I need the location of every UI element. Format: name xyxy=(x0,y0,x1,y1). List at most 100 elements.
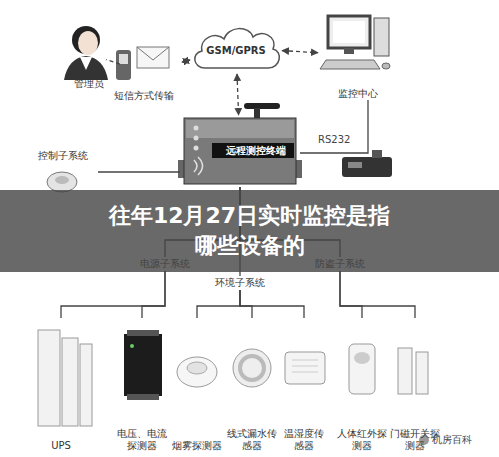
meter-led xyxy=(130,344,134,348)
converter-port xyxy=(348,162,362,168)
device-node: 烟雾探测器 xyxy=(172,318,222,452)
cloud-outline xyxy=(195,29,280,68)
wire-connector xyxy=(240,290,304,318)
detector-body xyxy=(177,357,217,387)
device-top xyxy=(186,120,294,138)
cabinet xyxy=(62,338,78,426)
terminal-device xyxy=(178,103,302,184)
wireless-link xyxy=(282,51,318,53)
monitor-center: 监控中心 xyxy=(318,10,398,100)
leak-coil xyxy=(233,349,271,387)
meter-terminals xyxy=(127,394,159,400)
pir-detector xyxy=(349,344,375,394)
person-icon xyxy=(64,26,108,80)
wireless-link xyxy=(106,60,120,65)
wire-connector xyxy=(98,171,180,172)
siren-icon xyxy=(47,172,77,192)
subsystem-node: 环境子系统 xyxy=(210,276,270,290)
wire-connector xyxy=(340,271,415,318)
keyboard xyxy=(320,60,380,69)
wire-connector xyxy=(240,290,252,318)
led xyxy=(194,136,199,141)
led xyxy=(194,126,199,131)
phone-icon xyxy=(116,47,169,80)
monitor-screen xyxy=(333,21,365,43)
device-body xyxy=(184,118,296,184)
wireless-mark xyxy=(194,157,203,175)
wire-connector xyxy=(61,271,165,318)
smoke-detector xyxy=(177,357,217,387)
th-vents xyxy=(292,360,318,372)
node-text: 烟雾探测器 xyxy=(172,440,222,452)
title-banner: 往年12月27日实时监控是指哪些设备的 xyxy=(0,190,499,272)
wireless-link xyxy=(237,74,239,115)
device-node: 人体红外探测器 xyxy=(336,318,388,452)
node-text: 监控中心 xyxy=(338,88,378,100)
door-switch xyxy=(398,348,428,394)
converter-body xyxy=(342,157,392,177)
device-node: 电压、电流探测器 xyxy=(116,318,168,452)
meter-terminals xyxy=(127,330,159,336)
ups-cabinets xyxy=(38,330,92,426)
subsystem-node: 控制子系统 xyxy=(28,150,98,194)
device-node: UPS xyxy=(30,318,92,452)
phone-body xyxy=(116,50,131,80)
switch-part xyxy=(398,348,412,394)
watermark: 机房百科 xyxy=(432,434,472,446)
node-text: UPS xyxy=(51,440,71,452)
wire-connector xyxy=(340,271,362,318)
led xyxy=(194,146,199,151)
node-text: 环境子系统 xyxy=(215,277,265,289)
envelope-flap xyxy=(137,47,169,60)
antenna xyxy=(244,103,280,109)
device-node: 门磁开关探测器 xyxy=(390,318,440,452)
node-text: 短信方式传输 xyxy=(114,90,174,102)
siren-body xyxy=(47,172,77,192)
title-text: 往年12月27日实时监控是指哪些设备的 xyxy=(100,201,400,261)
person-hair xyxy=(72,26,100,54)
device-label-strip xyxy=(212,143,294,158)
leak-cable xyxy=(240,356,264,380)
th-body xyxy=(285,352,325,384)
sms-node: 短信方式传输 xyxy=(106,42,182,102)
wire-connector xyxy=(142,271,165,318)
siren-lens xyxy=(55,176,69,184)
wire-connector xyxy=(300,100,368,153)
network-cloud: GSM/GPRS xyxy=(190,22,282,74)
cabinet xyxy=(80,344,92,426)
terminal-box: 远程测控终端 xyxy=(180,115,300,187)
detector-top xyxy=(187,362,207,374)
cabinet xyxy=(38,330,60,426)
serial-converter xyxy=(342,150,392,177)
envelope xyxy=(137,47,169,68)
node-text: GSM/GPRS xyxy=(206,39,265,57)
device-node: 温湿度传感器 xyxy=(280,318,328,452)
person-shirt xyxy=(80,57,92,70)
node-text: 人体红外探测器 xyxy=(336,428,388,452)
computer-icon xyxy=(320,16,390,69)
switch-part xyxy=(416,352,428,394)
th-sensor xyxy=(285,352,325,384)
pir-lens xyxy=(354,352,370,364)
node-text: 控制子系统 xyxy=(38,150,88,162)
meter-device xyxy=(124,330,162,400)
meter-body xyxy=(124,334,162,396)
person-node: 管理员 xyxy=(58,18,120,90)
wireless-link xyxy=(182,60,190,62)
antenna-base xyxy=(254,108,260,118)
pc-tower xyxy=(374,18,389,56)
monitor xyxy=(328,16,370,48)
monitor-stand xyxy=(344,48,354,54)
device-node: 线式漏水传感器 xyxy=(226,318,278,452)
node-text: 管理员 xyxy=(74,78,104,90)
node-text: 远程测控终端 xyxy=(226,145,286,157)
leak-sensor xyxy=(233,349,271,387)
node-text: 温湿度传感器 xyxy=(280,428,328,452)
person-body xyxy=(64,56,108,80)
phone-screen xyxy=(119,54,128,64)
pir-body xyxy=(349,344,375,394)
person-face xyxy=(78,31,98,55)
node-text: 线式漏水传感器 xyxy=(226,428,278,452)
mouse xyxy=(382,63,390,69)
